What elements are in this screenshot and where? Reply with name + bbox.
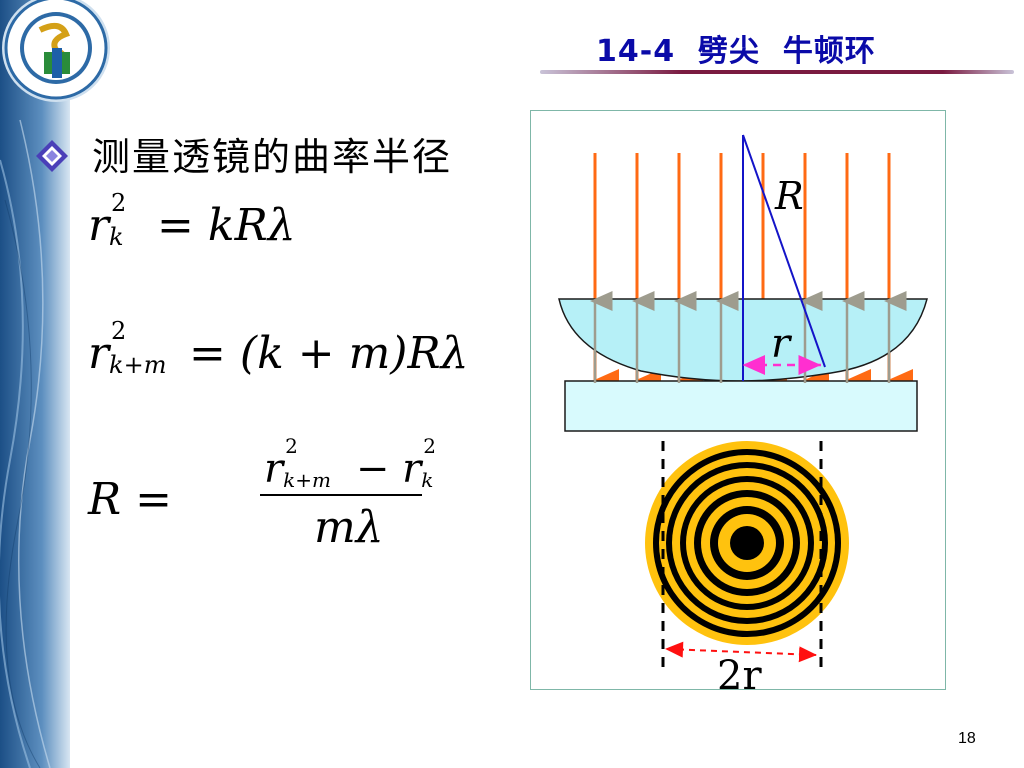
page-number: 18 — [958, 730, 976, 747]
formula-3-num-base-1: r — [264, 446, 284, 492]
formula-2-rhs: = (k + m)Rλ — [189, 328, 469, 379]
formula-3-num-operator: − — [343, 446, 403, 492]
reflected-light-rays — [590, 291, 907, 383]
formula-1-base: r — [88, 200, 110, 251]
formula-3-num-sub-2: k — [421, 468, 434, 492]
newton-rings-pattern — [645, 441, 849, 645]
formula-1-sup: 2 — [111, 188, 127, 217]
formula-3-num-sub-1: k+m — [283, 468, 331, 492]
formula-3-num-base-2: r — [402, 446, 422, 492]
formula-3-lhs: R = — [88, 474, 172, 525]
glass-plate — [564, 380, 918, 432]
label-r: r — [771, 321, 793, 367]
slide-title: 14-4 劈尖 牛顿环 — [596, 34, 876, 69]
formula-2-base: r — [88, 328, 110, 379]
formula-3-denominator: mλ — [314, 502, 384, 553]
formula-3-fraction-bar — [260, 494, 422, 496]
formula-1-sub: k — [109, 222, 124, 251]
formula-3-num-sup-2: 2 — [423, 434, 436, 458]
diamond-bullet-icon — [36, 140, 68, 172]
title-underline — [540, 70, 1014, 74]
ring-diameter-guides — [661, 441, 823, 671]
newton-rings-diagram: R r 2r — [530, 110, 946, 691]
2r-dimension-arrow — [665, 641, 818, 663]
formula-2-sup: 2 — [111, 316, 127, 345]
formula-1-rhs: = kRλ — [157, 200, 296, 251]
left-decorative-band — [0, 0, 70, 768]
radius-construction-lines — [742, 134, 826, 381]
university-logo-icon — [2, 0, 110, 102]
label-R: R — [774, 174, 804, 218]
formula-3-num-sup-1: 2 — [285, 434, 298, 458]
section-heading: 测量透镜的曲率半径 — [92, 135, 453, 179]
label-2r: 2r — [717, 653, 762, 691]
newton-rings-svg: R r 2r — [558, 134, 928, 691]
formula-2-sub: k+m — [109, 350, 167, 379]
